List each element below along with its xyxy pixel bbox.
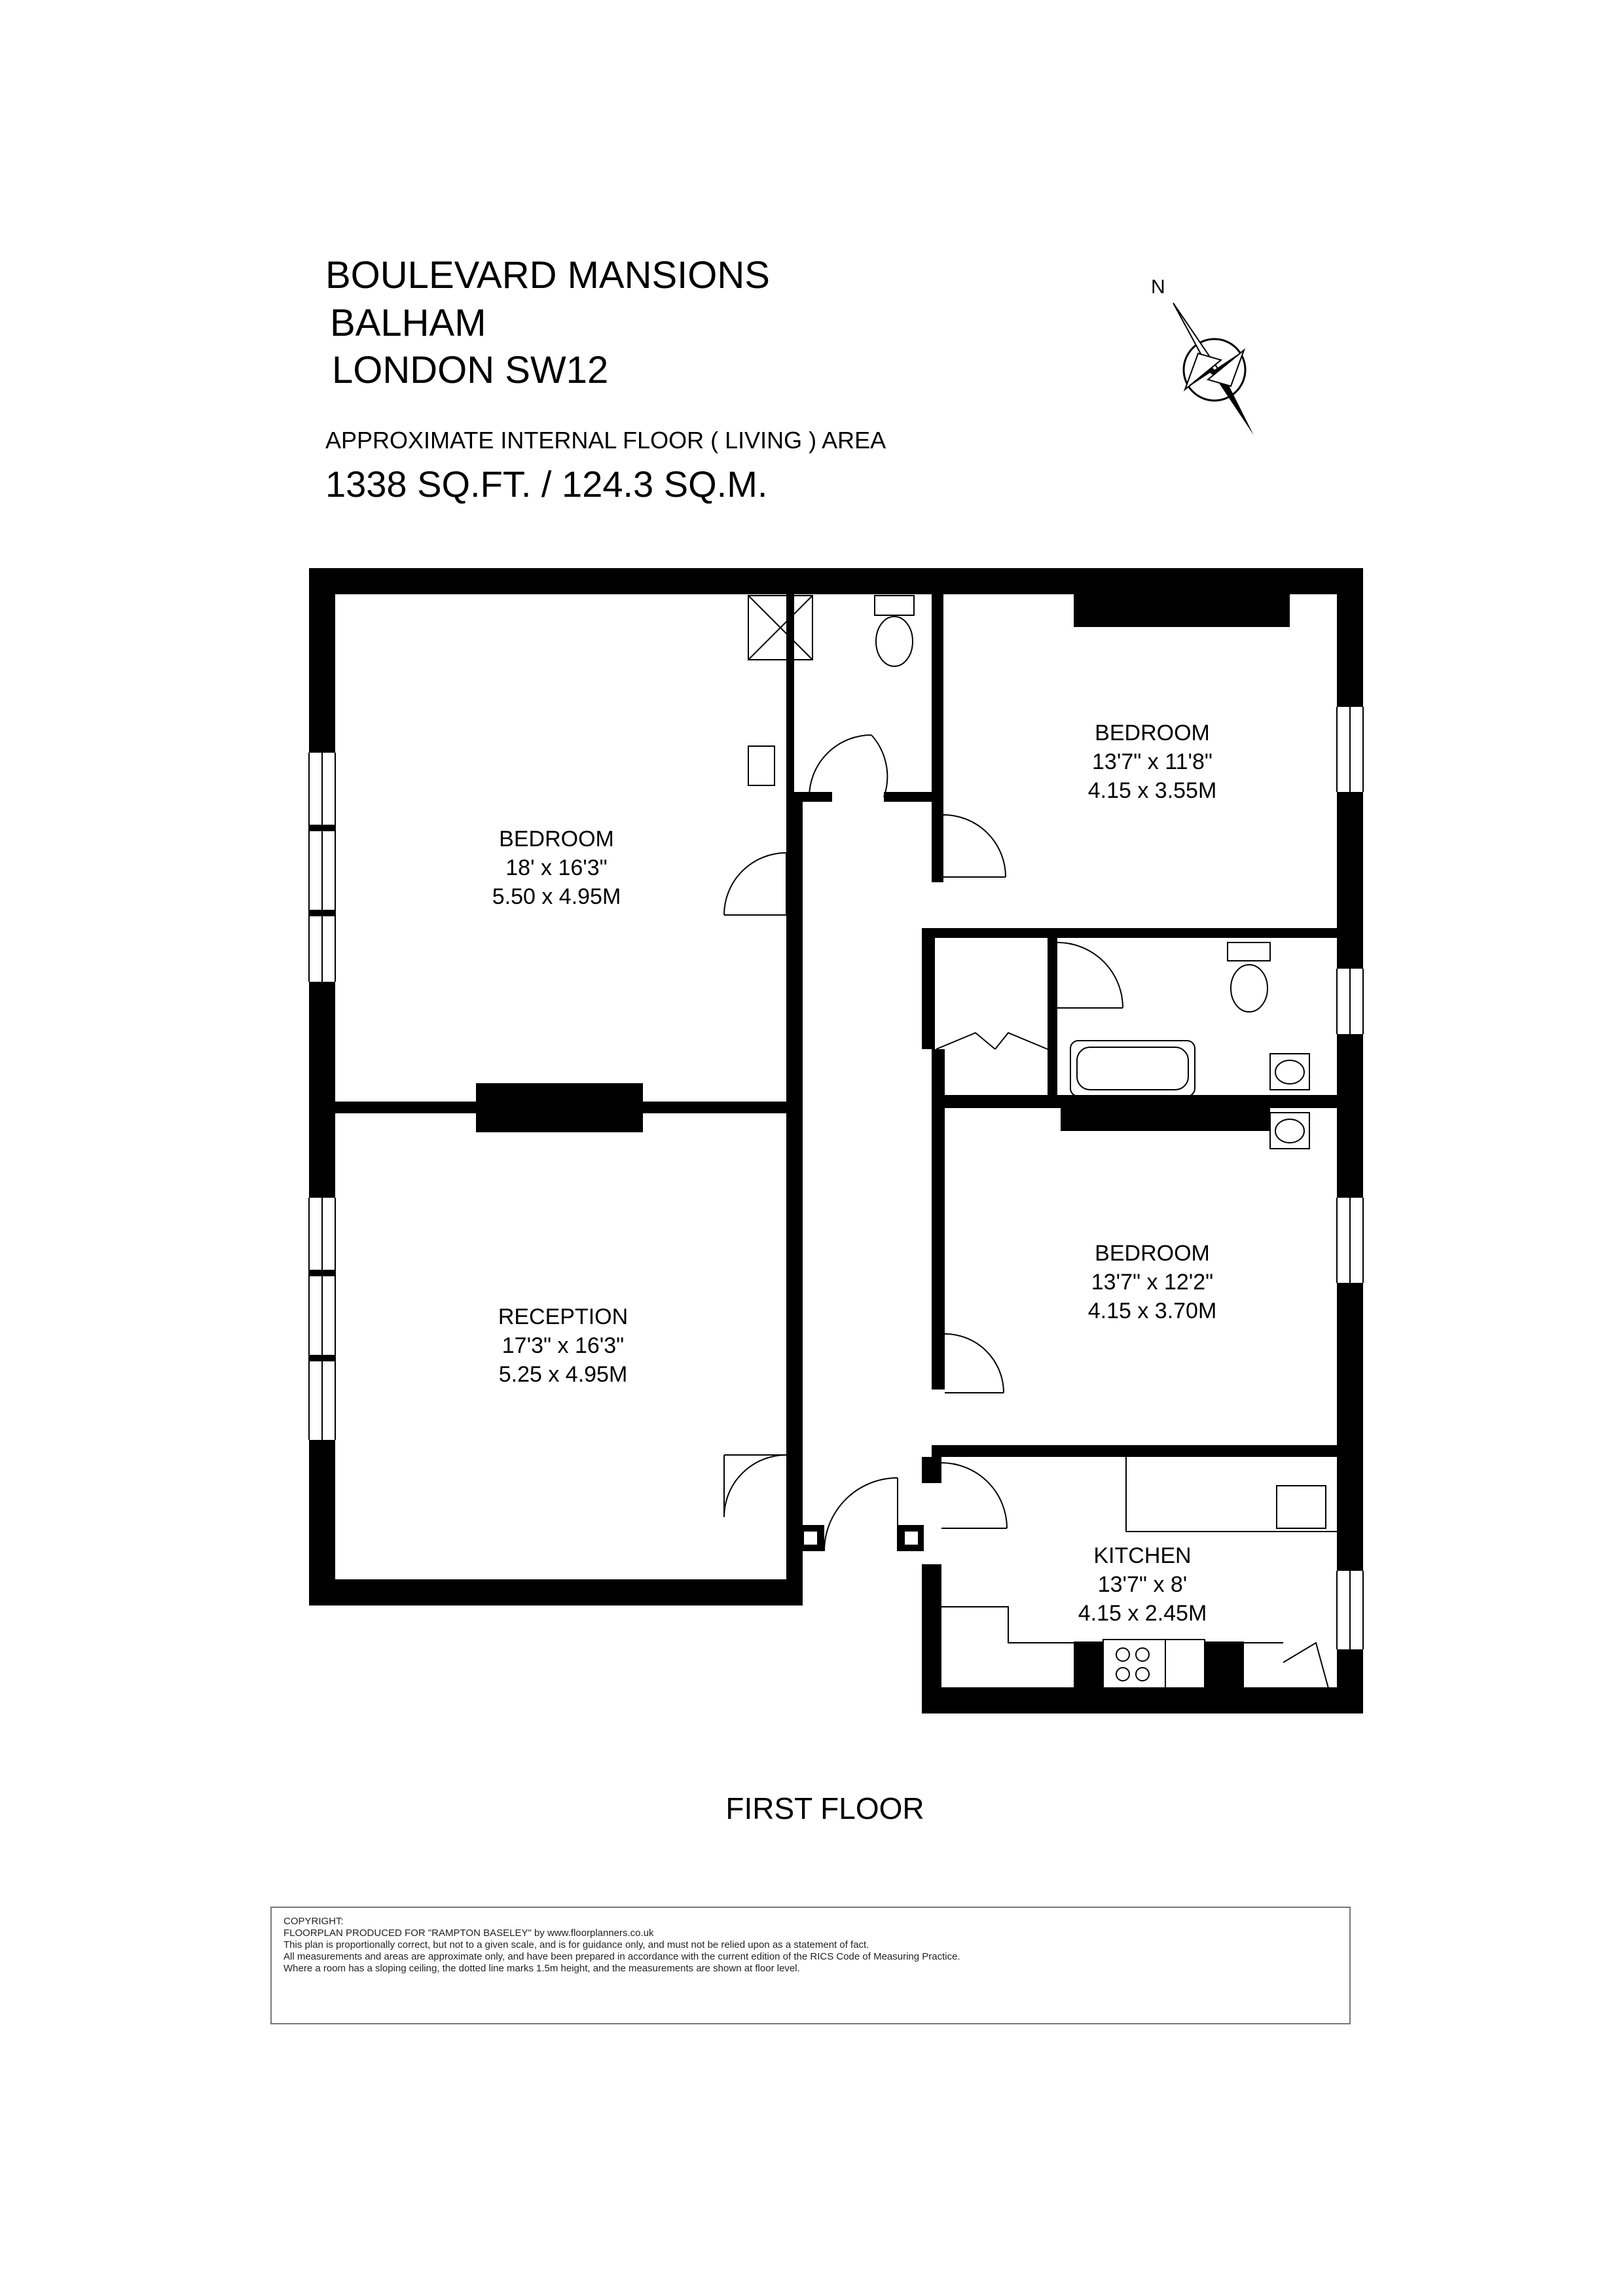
address-line-2: BALHAM bbox=[330, 302, 486, 344]
copyright-line: Where a room has a sloping ceiling, the … bbox=[283, 1963, 800, 1974]
copyright-line: All measurements and areas are approxima… bbox=[283, 1951, 960, 1962]
room-imperial: 13'7" x 8' bbox=[1097, 1572, 1188, 1597]
outer-walls bbox=[309, 568, 1363, 1713]
room-name: BEDROOM bbox=[1095, 1241, 1210, 1266]
copyright-box: COPYRIGHT: FLOORPLAN PRODUCED FOR "RAMPT… bbox=[270, 1907, 1351, 2024]
cooker bbox=[1165, 1639, 1205, 1689]
room-name: RECEPTION bbox=[498, 1304, 629, 1329]
doors bbox=[723, 734, 1330, 1691]
room-imperial: 13'7" x 12'2" bbox=[1091, 1270, 1214, 1295]
room-metric: 4.15 x 3.55M bbox=[1087, 778, 1217, 803]
room-imperial: 17'3" x 16'3" bbox=[501, 1333, 625, 1358]
room-name: BEDROOM bbox=[499, 827, 614, 852]
room-name: BEDROOM bbox=[1095, 721, 1210, 745]
windows-left bbox=[308, 753, 336, 1440]
room-label-bedroom-mid-right: BEDROOM 13'7" x 12'2" 4.15 x 3.70M bbox=[1054, 1239, 1250, 1325]
copyright-line: COPYRIGHT: bbox=[283, 1916, 344, 1927]
compass-north-label: N bbox=[1151, 276, 1165, 298]
toilet-bowl bbox=[875, 616, 913, 667]
toilet-bowl bbox=[1230, 964, 1268, 1013]
hob bbox=[1103, 1639, 1205, 1689]
toilet-cistern bbox=[874, 595, 915, 616]
room-metric: 4.15 x 2.45M bbox=[1078, 1601, 1207, 1626]
compass-rose-icon: N bbox=[1151, 276, 1254, 435]
room-imperial: 18' x 16'3" bbox=[505, 855, 608, 880]
shower-tray bbox=[748, 595, 813, 660]
entrance-stubs bbox=[798, 1525, 924, 1551]
room-name: KITCHEN bbox=[1093, 1543, 1192, 1568]
basin bbox=[1269, 1112, 1310, 1149]
bath bbox=[1070, 1040, 1195, 1097]
floor-area-value: 1338 SQ.FT. / 124.3 SQ.M. bbox=[325, 463, 768, 505]
copyright-line: This plan is proportionally correct, but… bbox=[283, 1939, 869, 1950]
room-metric: 5.25 x 4.95M bbox=[498, 1362, 628, 1387]
floor-area-label: APPROXIMATE INTERNAL FLOOR ( LIVING ) AR… bbox=[325, 427, 886, 454]
basin bbox=[748, 745, 775, 786]
room-label-reception: RECEPTION 17'3" x 16'3" 5.25 x 4.95M bbox=[465, 1302, 661, 1389]
room-label-kitchen: KITCHEN 13'7" x 8' 4.15 x 2.45M bbox=[1044, 1541, 1241, 1628]
address-line-3: LONDON SW12 bbox=[332, 349, 609, 391]
copyright-line: FLOORPLAN PRODUCED FOR "RAMPTON BASELEY"… bbox=[283, 1928, 654, 1939]
kitchen-sink bbox=[1276, 1485, 1326, 1529]
room-label-bedroom-top-right: BEDROOM 13'7" x 11'8" 4.15 x 3.55M bbox=[1054, 719, 1250, 805]
interior-walls bbox=[335, 594, 1337, 1691]
room-label-bedroom-left: BEDROOM 18' x 16'3" 5.50 x 4.95M bbox=[458, 825, 655, 911]
fixtures bbox=[748, 595, 1337, 1689]
basin bbox=[1269, 1053, 1310, 1090]
floor-label: FIRST FLOOR bbox=[725, 1791, 924, 1825]
room-imperial: 13'7" x 11'8" bbox=[1092, 749, 1213, 774]
toilet-cistern bbox=[1227, 942, 1271, 961]
windows-right bbox=[1336, 707, 1364, 1649]
room-metric: 4.15 x 3.70M bbox=[1087, 1299, 1217, 1323]
room-metric: 5.50 x 4.95M bbox=[492, 884, 621, 909]
address-line-1: BOULEVARD MANSIONS bbox=[325, 254, 770, 296]
